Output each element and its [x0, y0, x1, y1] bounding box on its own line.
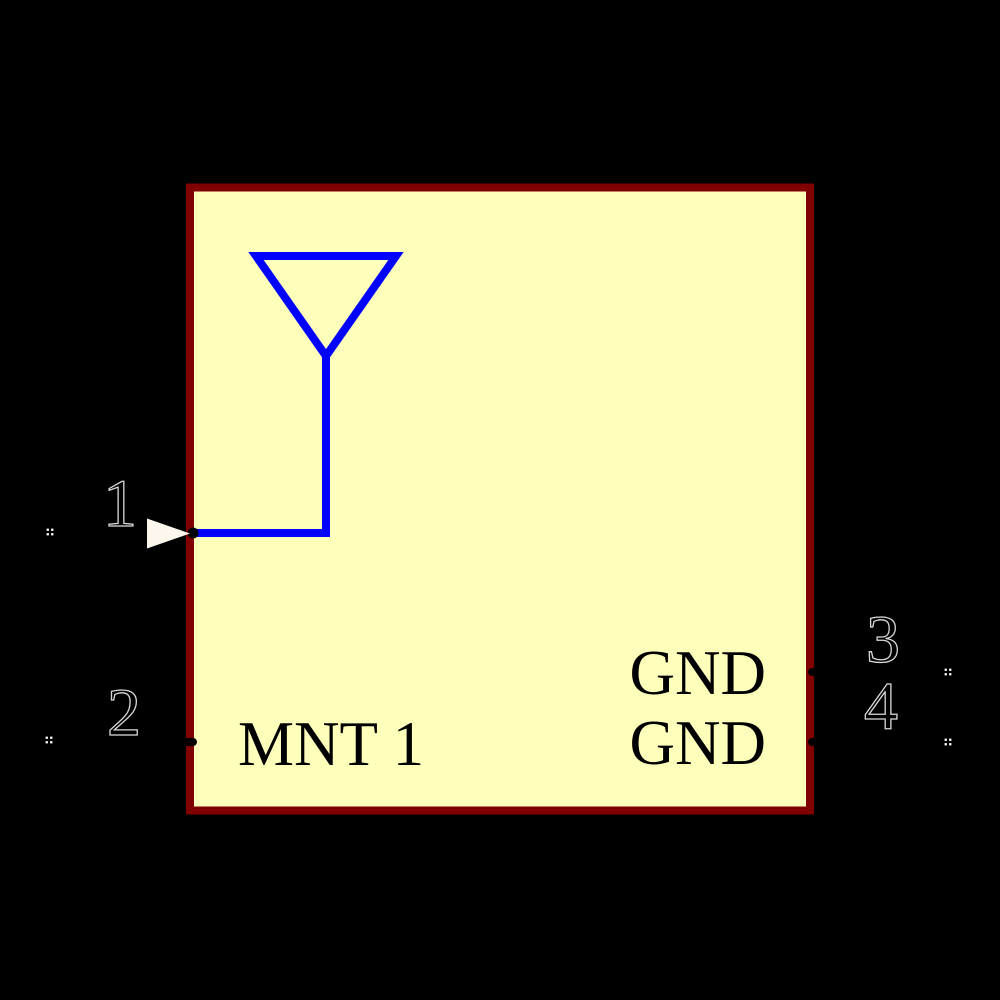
component-body[interactable]: [186, 183, 814, 815]
pin-1-connection-marker[interactable]: [46, 528, 54, 536]
pin-2-connection-marker[interactable]: [45, 736, 53, 744]
pin-1-number: 1: [103, 465, 137, 541]
pin-4-connection-marker[interactable]: [944, 738, 952, 746]
pin-3-name-label: GND: [630, 638, 767, 708]
pin-2-name-label: MNT 1: [238, 709, 424, 779]
pin-3-connection-marker[interactable]: [944, 668, 952, 676]
pin-1-input-arrow-icon: [147, 518, 190, 549]
pin-2-number: 2: [107, 674, 141, 750]
pin-4-name-label: GND: [630, 708, 767, 778]
pin-1-junction-dot: [187, 527, 199, 539]
pin-4-number: 4: [864, 668, 898, 744]
antenna-icon: [190, 252, 404, 537]
pin-3-number: 3: [866, 601, 900, 677]
